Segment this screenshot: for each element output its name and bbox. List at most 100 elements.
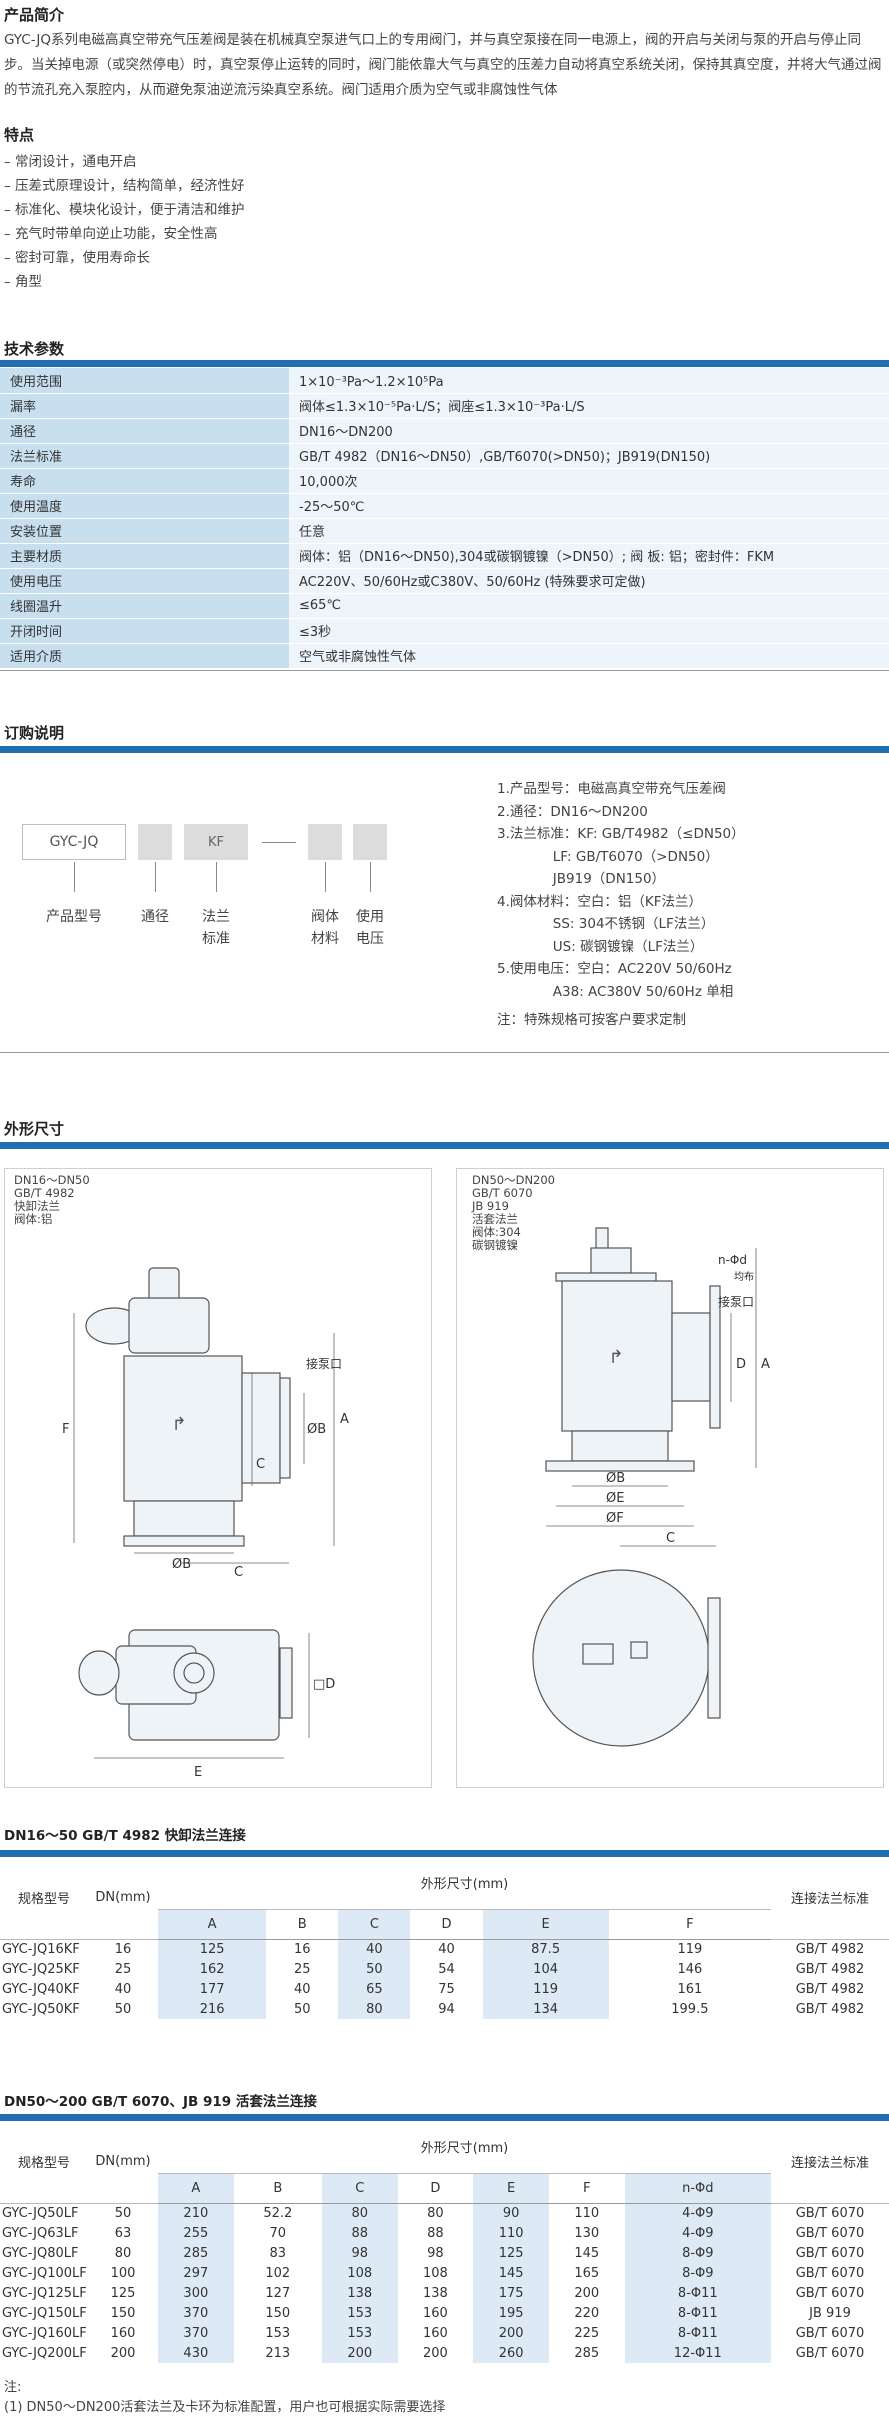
spec-key: 通径	[0, 418, 289, 444]
table-cell: 213	[265, 2345, 291, 2361]
table-cell: 8-Φ9	[624, 2243, 771, 2263]
feature-item: – 标准化、模块化设计，便于清洁和维护	[4, 202, 245, 218]
spec-key: 适用介质	[0, 643, 289, 669]
table1-col-header: F	[608, 1909, 771, 1940]
table-cell: 200	[473, 2323, 549, 2343]
feature-item: – 角型	[4, 274, 43, 290]
table-cell: 220	[574, 2305, 600, 2321]
table-cell: 50	[338, 1959, 411, 1979]
table-cell: 125	[110, 2285, 136, 2301]
footnote-title: 注:	[4, 2380, 22, 2395]
table-cell: 255	[158, 2223, 234, 2243]
lf-dim-OB-label: ØB	[606, 1471, 625, 1486]
table-cell: 150	[265, 2305, 291, 2321]
table-cell: GYC-JQ40KF	[2, 1981, 80, 1997]
specs-top-bar	[0, 360, 889, 367]
dim-E-label: E	[194, 1765, 202, 1780]
order-leader-line	[370, 862, 371, 892]
table-cell: 87.5	[482, 1939, 609, 1959]
table-cell: GYC-JQ25KF	[2, 1961, 80, 1977]
table-cell: 177	[158, 1979, 267, 1999]
table-cell: 138	[423, 2285, 448, 2301]
table-cell: 104	[482, 1959, 609, 1979]
spec-key: 开闭时间	[0, 618, 289, 644]
lf-bottom-flange	[545, 1460, 695, 1472]
lf-port-label: 接泵口	[718, 1294, 754, 1309]
table1-h-dims: 外形尺寸(mm)	[158, 1857, 771, 1910]
table-cell: GB/T 6070	[795, 2225, 865, 2241]
table-cell: 88	[427, 2225, 444, 2241]
table-cell: 300	[158, 2283, 234, 2303]
table-cell: 125	[473, 2243, 549, 2263]
table-cell: 285	[574, 2345, 600, 2361]
spec-row: 安装位置任意	[0, 518, 889, 544]
lf-plan-flange	[707, 1597, 721, 1719]
plan-port-inner	[183, 1662, 205, 1684]
table-cell: 40	[438, 1941, 455, 1957]
lf-dim-C-label: C	[666, 1531, 675, 1546]
spec-key: 使用温度	[0, 493, 289, 519]
order-note: LF: GB/T6070（>DN50）	[497, 848, 719, 865]
dim-B-label: ØB	[307, 1422, 326, 1437]
table2-col-header: A	[158, 2173, 234, 2204]
table-cell: GB/T 6070	[795, 2265, 865, 2281]
drawing-lf-caption: DN50～DN200 GB/T 6070 JB 919 活套法兰 阀体:304 …	[472, 1173, 555, 1252]
plan-flange	[279, 1647, 293, 1719]
table1-col-header: D	[410, 1909, 483, 1940]
bottom-flange	[123, 1535, 245, 1547]
table-cell: 146	[677, 1961, 703, 1977]
order-code-flange: KF	[184, 824, 248, 860]
order-label-dn: 通径	[141, 909, 169, 925]
drawing-kf-caption: DN16～DN50 GB/T 4982 快卸法兰 阀体:铝	[14, 1173, 90, 1226]
table1-h-dn: DN(mm)	[88, 1857, 158, 1940]
table2-h-dn: DN(mm)	[88, 2121, 158, 2204]
lf-side-flange	[709, 1285, 721, 1429]
spec-value: 10,000次	[289, 468, 889, 494]
order-label-voltage: 使用 电压	[356, 909, 384, 947]
table-cell: 195	[473, 2303, 549, 2323]
features-list: – 常闭设计，通电开启 – 压差式原理设计，结构简单，经济性好 – 标准化、模块…	[4, 150, 245, 294]
table-cell: 4-Φ9	[624, 2203, 771, 2223]
table-cell: 80	[321, 2203, 398, 2223]
table-cell: 145	[473, 2263, 549, 2283]
features-title: 特点	[4, 126, 35, 144]
spec-key: 使用电压	[0, 568, 289, 594]
table-cell: 50	[293, 2001, 311, 2017]
order-note: 5.使用电压：空白：AC220V 50/60Hz	[497, 961, 732, 977]
spec-key: 使用范围	[0, 368, 289, 394]
table-cell: GYC-JQ50LF	[2, 2205, 79, 2221]
table-cell: 16	[293, 1941, 311, 1957]
table-cell: GB/T 4982	[795, 2001, 865, 2017]
table1-h-std: 连接法兰标准	[771, 1857, 889, 1940]
specs-bottom-line	[0, 670, 889, 671]
table2-h-dims: 外形尺寸(mm)	[158, 2121, 771, 2174]
table2-col-header: n-Φd	[624, 2173, 771, 2204]
spec-row: 适用介质空气或非腐蚀性气体	[0, 643, 889, 669]
spec-row: 使用温度-25～50℃	[0, 493, 889, 519]
table-cell: GYC-JQ63LF	[2, 2225, 79, 2241]
lf-bottom-port	[571, 1430, 669, 1462]
dim-F-label: F	[62, 1422, 69, 1437]
table-cell: 138	[321, 2283, 398, 2303]
table-cell: 199.5	[671, 2001, 709, 2017]
table-cell: 75	[438, 1981, 455, 1997]
table-cell: 8-Φ11	[624, 2323, 771, 2343]
table-cell: 130	[574, 2225, 600, 2241]
table-cell: 110	[574, 2205, 600, 2221]
table1-title: DN16～50 GB/T 4982 快卸法兰连接	[4, 1828, 246, 1844]
table2-title: DN50～200 GB/T 6070、JB 919 活套法兰连接	[4, 2094, 317, 2110]
table-cell: GYC-JQ160LF	[2, 2325, 87, 2341]
table-cell: GYC-JQ200LF	[2, 2345, 87, 2361]
table-cell: 12-Φ11	[624, 2343, 771, 2363]
order-note: JB919（DN150）	[497, 871, 666, 887]
table-cell: 108	[321, 2263, 398, 2283]
ordering-title: 订购说明	[4, 724, 65, 742]
table-cell: GYC-JQ80LF	[2, 2245, 79, 2261]
lf-top-cap	[555, 1272, 657, 1282]
